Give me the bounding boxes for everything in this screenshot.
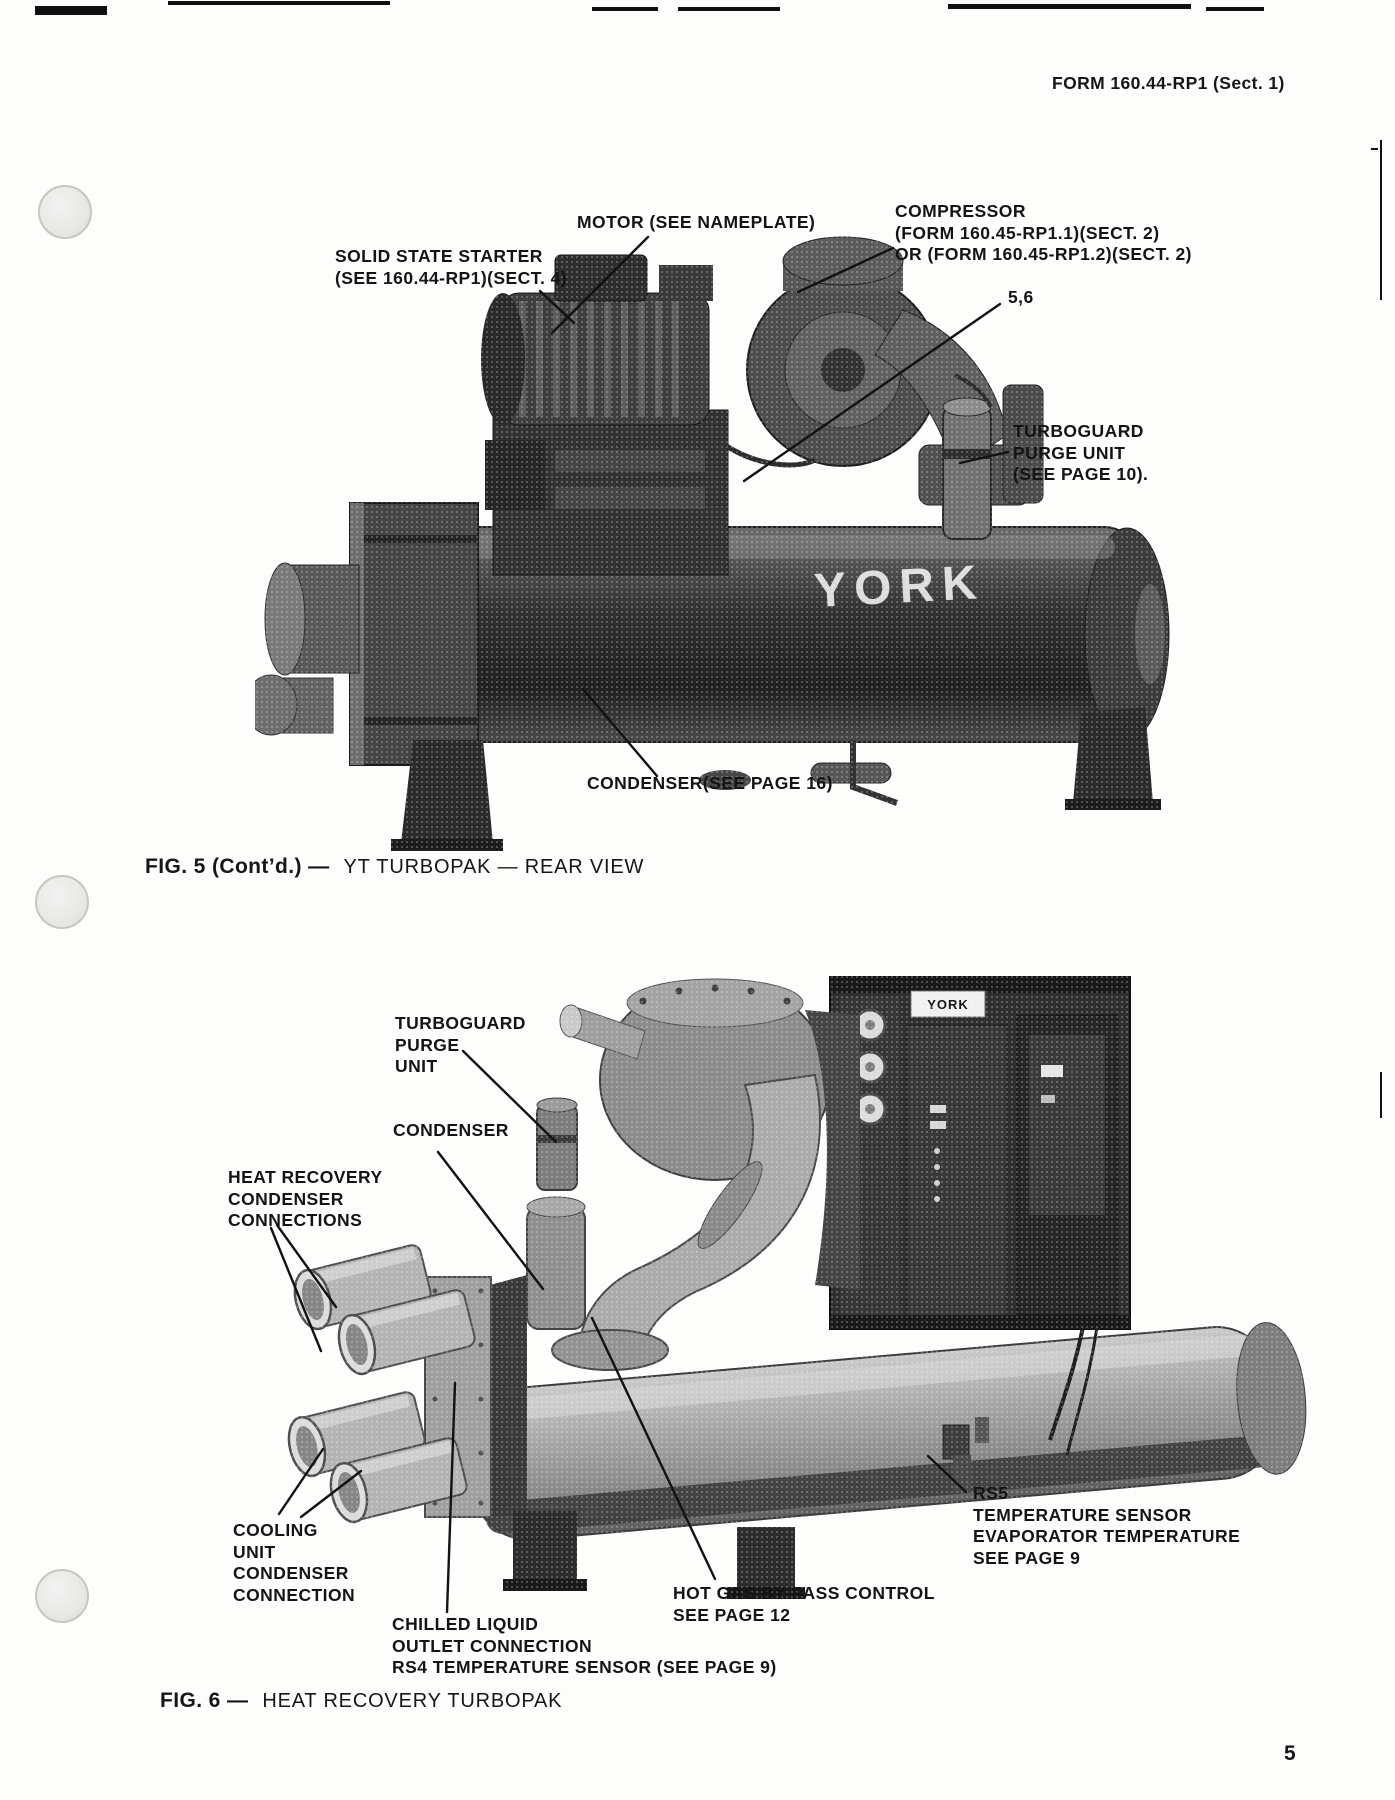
label-rs5-temperature-sensor: RS5 TEMPERATURE SENSOR EVAPORATOR TEMPER…	[973, 1483, 1241, 1569]
scan-mark	[1380, 140, 1382, 300]
label-compressor: COMPRESSOR (FORM 160.45-RP1.1)(SECT. 2) …	[895, 201, 1192, 265]
scan-mark	[592, 7, 658, 11]
scan-mark	[678, 7, 780, 11]
scan-mark	[1371, 148, 1378, 150]
scan-mark	[1206, 7, 1264, 11]
punch-hole	[35, 875, 89, 929]
fig6-caption-title: HEAT RECOVERY TURBOPAK	[262, 1690, 563, 1712]
fig6-caption-number: FIG. 6 —	[160, 1689, 249, 1712]
label-hot-gas-bypass: HOT GAS BY-PASS CONTROL SEE PAGE 12	[673, 1583, 935, 1625]
fig5-illustration-yt-turbopak-rear: YORK	[255, 235, 1205, 865]
punch-hole	[35, 1569, 89, 1623]
label-heat-recovery-connections: HEAT RECOVERY CONDENSER CONNECTIONS	[228, 1167, 383, 1231]
scan-mark	[35, 6, 107, 15]
fig5-caption-number: FIG. 5 (Cont’d.) —	[145, 855, 330, 878]
label-condenser-fig6: CONDENSER	[393, 1120, 509, 1140]
fig6-caption: FIG. 6 — HEAT RECOVERY TURBOPAK	[160, 1689, 562, 1713]
label-turboguard-purge-unit-fig5: TURBOGUARD PURGE UNIT (SEE PAGE 10).	[1013, 421, 1149, 485]
page-number: 5	[1284, 1742, 1296, 1765]
fig5-caption: FIG. 5 (Cont’d.) — YT TURBOPAK — REAR VIE…	[145, 855, 644, 879]
fig5-caption-title: YT TURBOPAK — REAR VIEW	[343, 856, 645, 878]
label-solid-state-starter: SOLID STATE STARTER (SEE 160.44-RP1)(SEC…	[335, 246, 568, 288]
scan-mark	[1380, 1072, 1382, 1118]
scan-mark	[948, 4, 1191, 9]
punch-hole	[38, 185, 92, 239]
form-reference: FORM 160.44-RP1 (Sect. 1)	[1052, 73, 1285, 93]
label-ref-5-6: 5,6	[1008, 287, 1034, 307]
label-cooling-unit-connection: COOLING UNIT CONDENSER CONNECTION	[233, 1520, 356, 1606]
label-chilled-liquid-outlet: CHILLED LIQUID OUTLET CONNECTION RS4 TEM…	[392, 1614, 777, 1678]
scan-mark	[168, 1, 390, 5]
label-condenser-fig5: CONDENSER(SEE PAGE 16)	[587, 773, 833, 793]
label-motor: MOTOR (SEE NAMEPLATE)	[577, 212, 816, 232]
label-turboguard-purge-unit-fig6: TURBOGUARD PURGE UNIT	[395, 1013, 526, 1077]
